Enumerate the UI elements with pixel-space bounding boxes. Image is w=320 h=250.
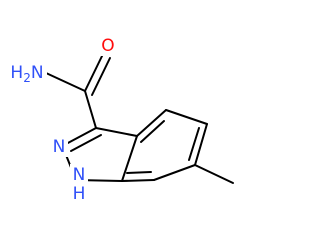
ring-nh-hydrogen-label: H [73, 184, 86, 204]
bond-c5-c6 [194, 123, 208, 166]
label-bg-amide-n [9, 62, 47, 84]
bond-c3a-c4-inner [140, 120, 165, 143]
bond-c7-c7a-inner [126, 171, 152, 174]
label-bg-n1 [70, 164, 88, 202]
bond-c3-n2-1 [65, 127, 97, 145]
label-bg-oxygen [100, 36, 118, 56]
oxygen-label: O [101, 36, 114, 56]
bond-c6-methyl [194, 164, 234, 184]
bond-c-n-amide [45, 72, 86, 92]
bond-c-o-2 [91, 57, 111, 96]
bond-c-c3 [84, 90, 97, 129]
bond-layer [45, 53, 234, 184]
bond-c3-n2-2 [70, 134, 102, 152]
atom-label-layer: H2N O N N H [9, 36, 118, 204]
bond-c3a-c7a [121, 135, 138, 182]
bond-c-o-1 [84, 53, 104, 92]
bond-c6-c7 [153, 164, 196, 181]
bond-c5-c6-inner [188, 127, 200, 161]
ring-nitrogen-1-label: N [73, 165, 86, 185]
bond-c7-c7a [121, 179, 155, 182]
bond-c3-c3a [95, 127, 138, 137]
bond-c3a-c4 [136, 109, 167, 137]
label-bg-n2 [50, 137, 68, 157]
amide-nitrogen-label: H2N [10, 63, 43, 85]
structure-diagram: H2N O N N H [9, 36, 234, 204]
bond-c4-c5 [165, 109, 208, 125]
ring-nitrogen-2-label: N [53, 137, 66, 157]
molecule-canvas: H2N O N N H [9, 36, 234, 204]
